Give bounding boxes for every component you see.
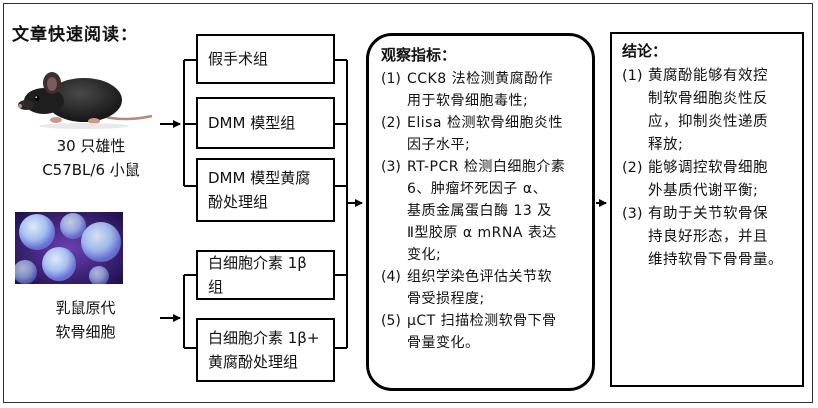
item-text: RT-PCR 检测白细胞介素 6、肿瘤坏死因子 α、基质金属蛋白酶 13 及 Ⅱ型胶… [407, 156, 582, 266]
item-number: (5) [381, 313, 401, 329]
cells-label-line2: 软骨细胞 [55, 323, 116, 341]
group-box-il1b: 白细胞介素 1β 组 [196, 250, 335, 300]
item-text: 黄腐酚能够有效控制软骨细胞炎性反应，抑制炎性递质释放; [648, 65, 794, 157]
group-box-dmm: DMM 模型组 [196, 97, 335, 149]
conclusion-list: (1) 黄腐酚能够有效控制软骨细胞炎性反应，抑制炎性递质释放; (2) 能够调控软骨细… [622, 65, 794, 272]
item-text-line: 黄腐酚能够有效控 [648, 68, 768, 84]
item-text-line: 基质金属蛋白酶 13 及 [407, 203, 552, 219]
item-text-line: RT-PCR 检测白细胞介素 [407, 159, 566, 175]
item-number: (3) [622, 206, 643, 222]
item-number: (1) [381, 71, 401, 87]
item-text-line: 组织学染色评估关节软 [407, 269, 552, 285]
conclusion-item: (3) 有助于关节软骨保持良好形态，并且维持软骨下骨骨量。 [622, 203, 794, 272]
item-text-line: 变化; [407, 247, 442, 263]
mouse-label-line1: 30 只雄性 [56, 137, 126, 155]
item-text-line: 持良好形态，并且 [648, 229, 768, 245]
item-number: (1) [622, 68, 643, 84]
item-text-line: 制软骨细胞炎性反 [648, 91, 768, 107]
item-text-line: 外基质代谢平衡; [648, 183, 759, 199]
observation-item: (2) Elisa 检测软骨细胞炎性因子水平; [381, 112, 582, 156]
observation-item: (1) CCK8 法检测黄腐酚作用于软骨细胞毒性; [381, 68, 582, 112]
group-box-sham: 假手术组 [196, 34, 335, 84]
item-text-line: μCT 扫描检测软骨下骨 [407, 313, 557, 329]
item-text-line: CCK8 法检测黄腐酚作 [407, 71, 554, 87]
item-number: (3) [381, 159, 401, 175]
item-number: (4) [381, 269, 401, 285]
group-label-line1: DMM 模型黄腐 [208, 169, 311, 187]
item-text: 组织学染色评估关节软骨受损程度; [407, 266, 582, 310]
conclusion-panel: 结论： (1) 黄腐酚能够有效控制软骨细胞炎性反应，抑制炎性递质释放; (2) 能够调… [610, 32, 804, 387]
outer-frame [3, 3, 813, 403]
item-text: μCT 扫描检测软骨下骨骨量变化。 [407, 310, 582, 354]
cells-label-line1: 乳鼠原代 [55, 299, 116, 317]
item-text-line: Ⅱ型胶原 α mRNA 表达 [407, 225, 557, 241]
item-text-line: 6、肿瘤坏死因子 α、 [407, 181, 548, 197]
conclusion-item: (1) 黄腐酚能够有效控制软骨细胞炎性反应，抑制炎性递质释放; [622, 65, 794, 157]
observation-panel: 观察指标： (1) CCK8 法检测黄腐酚作用于软骨细胞毒性; (2) Elisa 检… [366, 33, 595, 391]
item-text-line: 因子水平; [407, 137, 471, 153]
item-number: (2) [381, 115, 401, 131]
group-box-dmm-xanthohumol: DMM 模型黄腐 酚处理组 [196, 158, 335, 222]
item-text: CCK8 法检测黄腐酚作用于软骨细胞毒性; [407, 68, 582, 112]
conclusion-heading: 结论： [622, 42, 668, 60]
cells-label: 乳鼠原代 软骨细胞 [28, 296, 143, 344]
observation-item: (5) μCT 扫描检测软骨下骨骨量变化。 [381, 310, 582, 354]
group-label: 假手术组 [208, 50, 269, 68]
item-text-line: 维持软骨下骨骨量。 [648, 252, 783, 268]
cells-image [15, 212, 123, 284]
item-number: (2) [622, 160, 643, 176]
mouse-image [18, 72, 153, 129]
group-label: 白细胞介素 1β 组 [208, 254, 307, 296]
item-text: Elisa 检测软骨细胞炎性因子水平; [407, 112, 582, 156]
item-text-line: 骨量变化。 [407, 335, 480, 351]
mouse-label-line2: C57BL/6 小鼠 [42, 161, 140, 179]
item-text-line: 有助于关节软骨保 [648, 206, 768, 222]
observation-list: (1) CCK8 法检测黄腐酚作用于软骨细胞毒性; (2) Elisa 检测软骨细胞炎… [381, 68, 582, 354]
group-label-line2: 酚处理组 [208, 193, 269, 211]
item-text-line: Elisa 检测软骨细胞炎性 [407, 115, 563, 131]
observation-heading: 观察指标： [381, 46, 457, 64]
item-text: 能够调控软骨细胞外基质代谢平衡; [648, 157, 794, 203]
conclusion-item: (2) 能够调控软骨细胞外基质代谢平衡; [622, 157, 794, 203]
item-text-line: 释放; [648, 137, 684, 153]
item-text: 有助于关节软骨保持良好形态，并且维持软骨下骨骨量。 [648, 203, 794, 272]
group-label-line2: 黄腐酚处理组 [208, 353, 299, 371]
item-text-line: 能够调控软骨细胞 [648, 160, 768, 176]
mouse-label: 30 只雄性 C57BL/6 小鼠 [16, 134, 166, 182]
group-label-line1: 白细胞介素 1β+ [208, 329, 320, 347]
group-label: DMM 模型组 [208, 114, 296, 132]
item-text-line: 骨受损程度; [407, 291, 485, 307]
observation-item: (4) 组织学染色评估关节软骨受损程度; [381, 266, 582, 310]
observation-item: (3) RT-PCR 检测白细胞介素 6、肿瘤坏死因子 α、基质金属蛋白酶 13 及… [381, 156, 582, 266]
item-text-line: 用于软骨细胞毒性; [407, 93, 529, 109]
figure-title: 文章快速阅读： [12, 25, 138, 45]
item-text-line: 应，抑制炎性递质 [648, 114, 768, 130]
group-box-il1b-xanthohumol: 白细胞介素 1β+ 黄腐酚处理组 [196, 318, 335, 382]
